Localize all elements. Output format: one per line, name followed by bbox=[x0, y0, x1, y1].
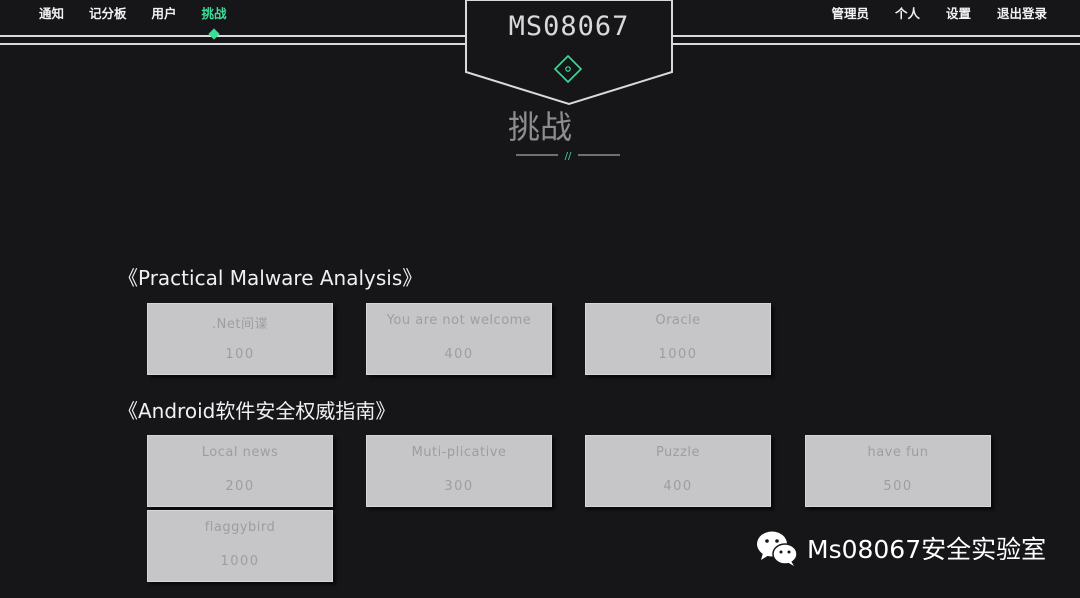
watermark: Ms08067安全实验室 bbox=[755, 528, 1046, 568]
challenge-name: Oracle bbox=[655, 313, 701, 328]
logo-shield bbox=[465, 0, 673, 106]
challenge-card[interactable]: have fun 500 bbox=[805, 435, 991, 507]
challenge-card[interactable]: .Net间谍 100 bbox=[147, 303, 333, 375]
logo-text[interactable]: MS08067 bbox=[508, 11, 630, 42]
section-title-android-security: 《Android软件安全权威指南》 bbox=[118, 399, 396, 423]
title-divider-mark: // bbox=[565, 151, 572, 162]
challenge-name: flaggybird bbox=[204, 520, 276, 535]
main-nav: 通知 记分板 用户 挑战 bbox=[39, 6, 227, 40]
challenge-score: 1000 bbox=[658, 347, 698, 362]
page-title: 挑战 bbox=[507, 108, 572, 146]
challenge-card[interactable]: Muti-plicative 300 bbox=[366, 435, 552, 507]
nav-logout[interactable]: 退出登录 bbox=[996, 6, 1047, 21]
challenge-card[interactable]: Puzzle 400 bbox=[585, 435, 771, 507]
challenge-name: .Net间谍 bbox=[212, 317, 268, 332]
challenge-name: Puzzle bbox=[655, 445, 701, 460]
diamond-target-icon bbox=[554, 55, 582, 83]
nav-challenges-label: 挑战 bbox=[201, 6, 227, 21]
challenge-score: 500 bbox=[883, 479, 913, 494]
nav-users[interactable]: 用户 bbox=[151, 6, 177, 21]
user-nav: 管理员 个人 设置 退出登录 bbox=[831, 6, 1047, 22]
challenge-name: have fun bbox=[867, 445, 929, 460]
nav-scoreboard[interactable]: 记分板 bbox=[89, 6, 127, 21]
challenge-name: Muti-plicative bbox=[411, 445, 507, 460]
challenge-name: Local news bbox=[201, 445, 279, 460]
active-indicator-icon bbox=[208, 28, 220, 40]
nav-challenges[interactable]: 挑战 bbox=[201, 6, 227, 40]
nav-settings[interactable]: 设置 bbox=[945, 6, 971, 21]
challenge-card[interactable]: You are not welcome 400 bbox=[366, 303, 552, 375]
title-divider: // bbox=[516, 151, 620, 162]
challenge-score: 100 bbox=[225, 347, 255, 362]
challenge-score: 1000 bbox=[220, 554, 260, 569]
challenge-score: 400 bbox=[663, 479, 693, 494]
challenge-card[interactable]: Local news 200 bbox=[147, 435, 333, 507]
nav-notifications[interactable]: 通知 bbox=[39, 6, 65, 21]
nav-admin[interactable]: 管理员 bbox=[831, 6, 869, 21]
challenge-card[interactable]: flaggybird 1000 bbox=[147, 510, 333, 582]
watermark-text: Ms08067安全实验室 bbox=[807, 535, 1047, 564]
challenge-score: 400 bbox=[444, 347, 474, 362]
wechat-icon bbox=[757, 531, 798, 566]
challenge-score: 300 bbox=[444, 479, 474, 494]
section-title-malware-analysis: 《Practical Malware Analysis》 bbox=[118, 266, 423, 290]
challenge-card[interactable]: Oracle 1000 bbox=[585, 303, 771, 375]
challenge-name: You are not welcome bbox=[386, 313, 532, 328]
nav-profile[interactable]: 个人 bbox=[894, 6, 920, 21]
challenge-score: 200 bbox=[225, 479, 255, 494]
